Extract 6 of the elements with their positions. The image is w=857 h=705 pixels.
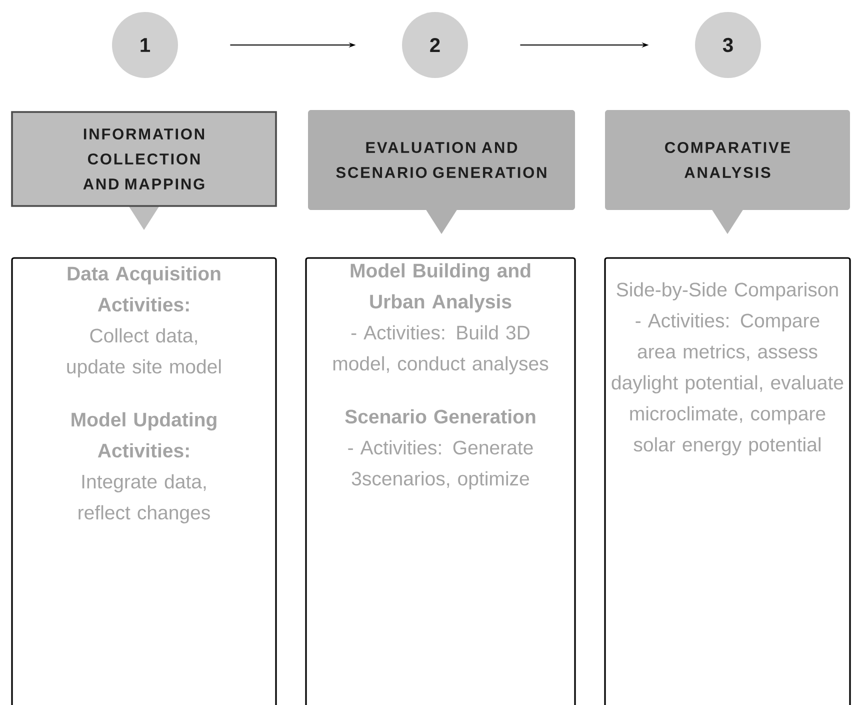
content-box: Model Building and Urban Analysis - Activities: Build 3D model, conduct analyses Scenario Generation - Activities: Generate 3scenarios, optimize: [305, 257, 576, 705]
banner-box: EVALUATION AND SCENARIO GENERATION: [308, 110, 575, 234]
banner-box: COMPARATIVE ANALYSIS: [605, 110, 850, 234]
content-box: Data Acquisition Activities: Collect data, update site model Model Updating Activities: Integrate data, reflect changes: [11, 257, 277, 705]
content-box: Side-by-Side Comparison - Activities: Compare area metrics, assess daylight potential, evaluate microclimate, compare solar energy potential: [604, 257, 851, 705]
banner-box: INFORMATION COLLECTION AND MAPPING: [11, 111, 277, 230]
